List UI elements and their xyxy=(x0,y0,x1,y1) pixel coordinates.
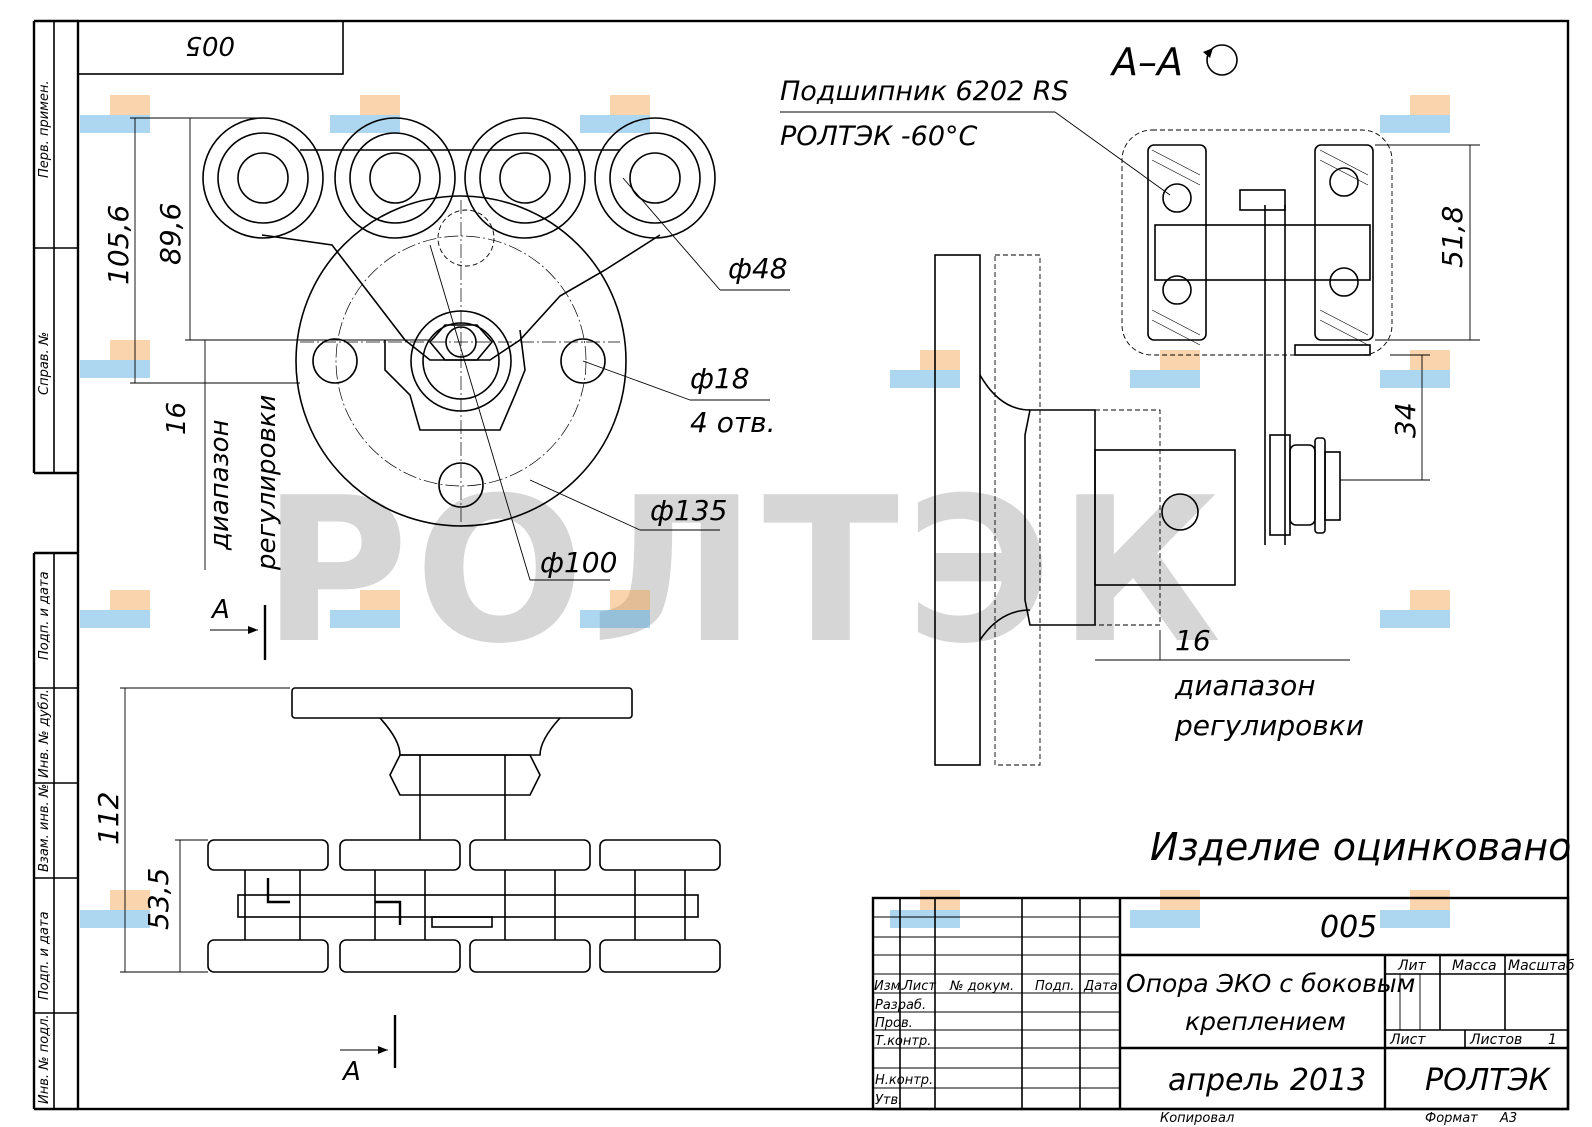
corner-code: 005 xyxy=(185,30,235,60)
stamp-vzam: Взам. инв. № xyxy=(37,784,52,872)
tb-sign: Подп. xyxy=(1035,979,1074,994)
tb-copied: Копировал xyxy=(1160,1111,1234,1126)
tb-title-1: Опора ЭКО с боковым xyxy=(1126,969,1415,998)
stamp-podp1: Подп. и дата xyxy=(37,571,52,660)
tb-prov: Пров. xyxy=(875,1016,913,1031)
dim-34: 34 xyxy=(1389,402,1422,438)
section-view: А–А Подшипник 6202 RS РОЛТЭК -60°С xyxy=(780,40,1480,766)
dim-100: ф100 xyxy=(540,546,617,579)
dim-18: ф18 xyxy=(690,362,750,395)
dim-112: 112 xyxy=(92,792,125,845)
tb-format-val: А3 xyxy=(1499,1111,1517,1126)
stamp-perv: Перв. примен. xyxy=(37,80,52,178)
code-box xyxy=(77,20,344,75)
dim-51: 51,8 xyxy=(1436,206,1469,268)
bearing-line-2: РОЛТЭК -60°С xyxy=(780,121,978,152)
front-view xyxy=(202,117,716,530)
dim-135: ф135 xyxy=(650,494,727,527)
tb-code: 005 xyxy=(1320,910,1377,945)
stamp-inv-podl: Инв. № подл. xyxy=(37,1014,52,1104)
tb-sheet: Лист xyxy=(1389,1032,1426,1048)
dim-53: 53,5 xyxy=(142,868,175,930)
section-mark-a-bottom: А xyxy=(341,1057,361,1087)
tb-razrab: Разраб. xyxy=(875,998,926,1013)
tb-format: Формат xyxy=(1425,1111,1478,1126)
stamp-podp2: Подп. и дата xyxy=(37,911,52,1000)
side-stamp: Перв. примен. Справ. № Подп. и дата Инв.… xyxy=(32,19,78,1111)
tb-utv: Утв. xyxy=(875,1093,902,1108)
tb-sheets-count: 1 xyxy=(1548,1032,1557,1048)
dim-89: 89,6 xyxy=(154,203,187,265)
tb-nkontr: Н.контр. xyxy=(875,1073,933,1088)
tb-scale: Масштаб xyxy=(1508,958,1575,974)
tb-date: апрель 2013 xyxy=(1168,1063,1366,1098)
range-label-1: диапазон xyxy=(205,420,235,551)
watermark: РОЛТЭК xyxy=(262,455,1227,688)
dim-16b: 16 xyxy=(1175,624,1211,657)
tb-company: РОЛТЭК xyxy=(1425,1063,1552,1098)
dim-16a: 16 xyxy=(162,402,192,435)
front-dims: 105,6 89,6 16 диапазон регулировки ф48 ф… xyxy=(102,117,790,660)
tb-title-2: креплением xyxy=(1185,1007,1346,1036)
range-label-b1: диапазон xyxy=(1174,669,1316,702)
dim-48: ф48 xyxy=(728,252,788,285)
section-mark-a-top: А xyxy=(210,595,230,625)
tb-list: Лист xyxy=(902,979,936,994)
dim-holes: 4 отв. xyxy=(690,406,776,439)
range-label-2: регулировки xyxy=(252,395,282,571)
dim-105: 105,6 xyxy=(102,205,135,285)
bottom-view: 112 53,5 А xyxy=(92,687,721,1087)
rotate-icon xyxy=(1206,44,1238,76)
title-block: Изм. Лист № докум. Подп. Дата Разраб. Пр… xyxy=(871,896,1575,1126)
tb-mass: Масса xyxy=(1452,958,1497,974)
drawing-frame xyxy=(76,19,1570,1111)
stamp-inv-dubl: Инв. № дубл. xyxy=(37,689,52,778)
tb-sheets: Листов xyxy=(1469,1032,1522,1048)
stamp-sprav: Справ. № xyxy=(37,332,52,395)
tb-lit: Лит xyxy=(1397,958,1427,974)
section-label: А–А xyxy=(1109,40,1183,84)
bearing-line-1: Подшипник 6202 RS xyxy=(780,76,1069,107)
range-label-b2: регулировки xyxy=(1174,709,1364,742)
tb-izm: Изм. xyxy=(874,979,905,994)
note-galvanized: Изделие оцинковано xyxy=(1150,825,1571,869)
tb-docno: № докум. xyxy=(949,979,1014,994)
logo-marks xyxy=(80,95,1450,928)
tb-tkontr: Т.контр. xyxy=(875,1034,931,1049)
tb-date-col: Дата xyxy=(1083,979,1118,994)
